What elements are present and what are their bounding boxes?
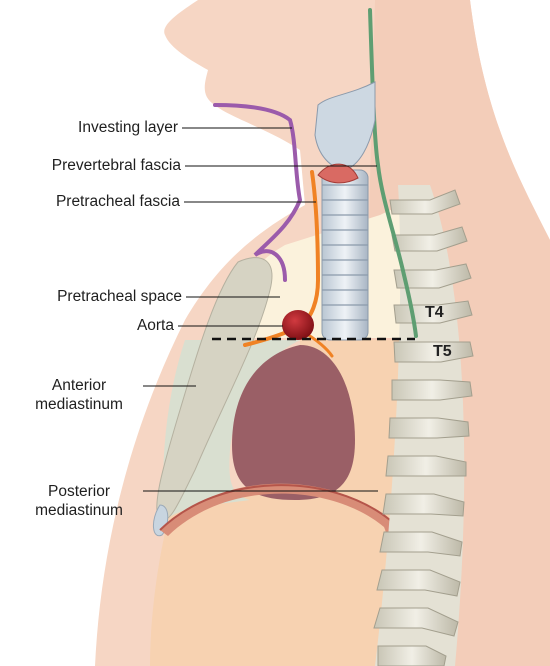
label-t4: T4: [425, 304, 444, 322]
aorta-vessel: [282, 310, 314, 340]
label-anterior-mediastinum: Anterior mediastinum: [24, 376, 134, 414]
label-pretracheal-space: Pretracheal space: [57, 287, 182, 306]
label-anterior-mediastinum-line1: Anterior: [24, 376, 134, 395]
label-posterior-mediastinum-line1: Posterior: [24, 482, 134, 501]
trachea: [322, 170, 368, 340]
label-anterior-mediastinum-line2: mediastinum: [24, 395, 134, 414]
label-aorta: Aorta: [137, 316, 174, 335]
label-investing-layer: Investing layer: [78, 118, 178, 137]
label-pretracheal-fascia: Pretracheal fascia: [56, 192, 180, 211]
label-prevertebral-fascia: Prevertebral fascia: [52, 156, 181, 175]
label-posterior-mediastinum: Posterior mediastinum: [24, 482, 134, 520]
label-posterior-mediastinum-line2: mediastinum: [24, 501, 134, 520]
label-t5: T5: [433, 343, 452, 361]
